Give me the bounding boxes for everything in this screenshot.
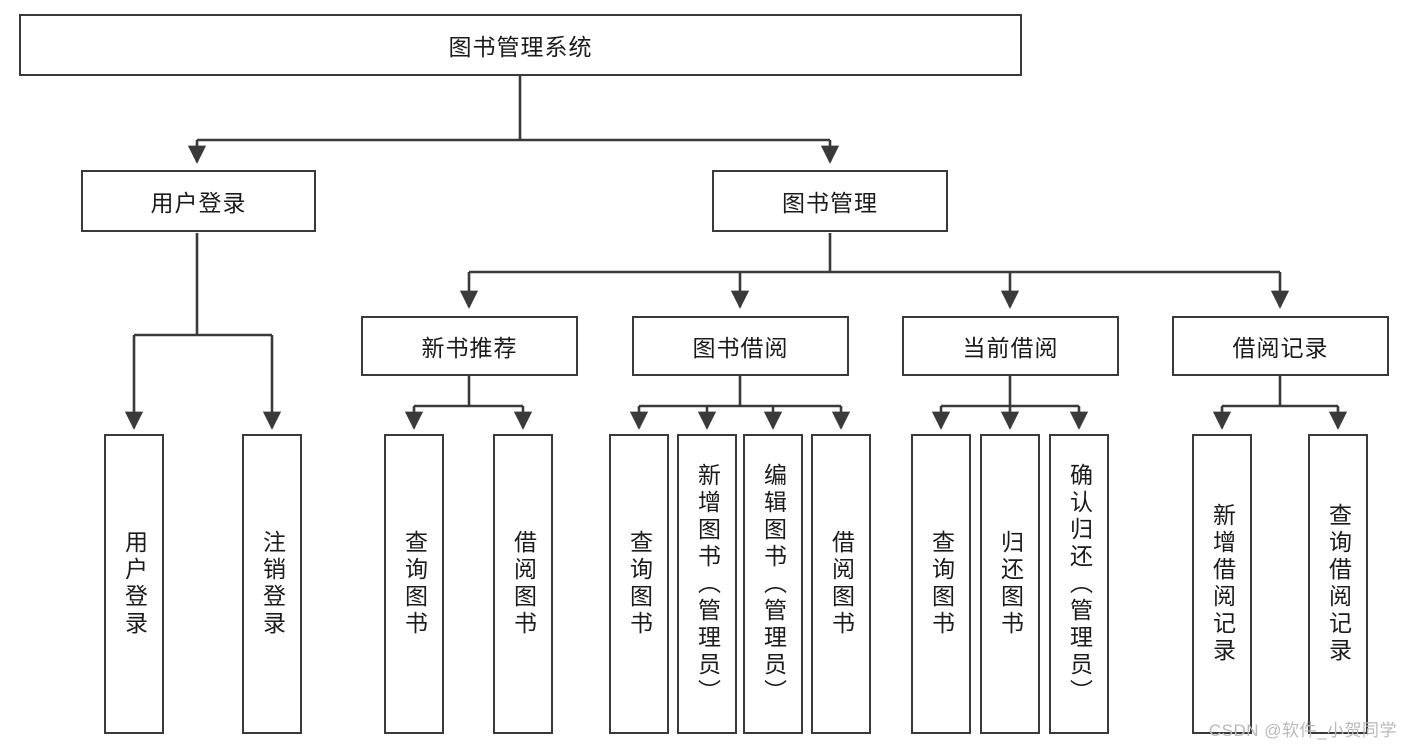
node-leaf-confirm-return[interactable]: 确认归还（管理员） [1049,434,1109,734]
node-leaf-query-record[interactable]: 查询借阅记录 [1308,434,1368,734]
node-book-management[interactable]: 图书管理 [712,170,948,232]
node-label: 新书推荐 [421,335,518,361]
node-label: 查询图书 [401,530,428,638]
node-label: 查询图书 [626,530,653,638]
node-label: 图书管理 [782,190,878,216]
node-book-borrow[interactable]: 图书借阅 [632,316,849,376]
node-label: 借阅图书 [828,530,855,638]
node-leaf-add-record[interactable]: 新增借阅记录 [1192,434,1252,734]
node-leaf-query-book-2[interactable]: 查询图书 [609,434,669,734]
node-label: 确认归还（管理员） [1066,462,1093,706]
node-label: 用户登录 [150,190,247,216]
node-label: 借阅记录 [1232,335,1329,361]
node-leaf-add-book[interactable]: 新增图书（管理员） [677,434,737,734]
node-new-book-recommend[interactable]: 新书推荐 [361,316,578,376]
node-borrow-record[interactable]: 借阅记录 [1172,316,1389,376]
node-leaf-user-login[interactable]: 用户登录 [104,434,164,734]
node-leaf-query-book-3[interactable]: 查询图书 [911,434,971,734]
node-current-borrow[interactable]: 当前借阅 [902,316,1119,376]
node-leaf-borrow-book-1[interactable]: 借阅图书 [493,434,553,734]
node-leaf-return-book[interactable]: 归还图书 [980,434,1040,734]
node-leaf-query-book-1[interactable]: 查询图书 [384,434,444,734]
node-leaf-borrow-book-2[interactable]: 借阅图书 [811,434,871,734]
node-label: 图书管理系统 [448,34,593,60]
node-label: 查询借阅记录 [1325,503,1352,665]
node-label: 查询图书 [928,530,955,638]
node-root-book-management-system[interactable]: 图书管理系统 [19,14,1022,76]
node-label: 借阅图书 [510,530,537,638]
node-label: 编辑图书（管理员） [760,462,787,706]
node-leaf-logout[interactable]: 注销登录 [242,434,302,734]
node-label: 新增借阅记录 [1209,503,1236,665]
node-user-login[interactable]: 用户登录 [81,170,316,232]
node-label: 图书借阅 [692,335,789,361]
node-label: 归还图书 [997,530,1024,638]
node-label: 用户登录 [121,530,148,638]
node-label: 当前借阅 [962,335,1059,361]
node-label: 注销登录 [259,530,286,638]
node-leaf-edit-book[interactable]: 编辑图书（管理员） [743,434,803,734]
node-label: 新增图书（管理员） [694,462,721,706]
